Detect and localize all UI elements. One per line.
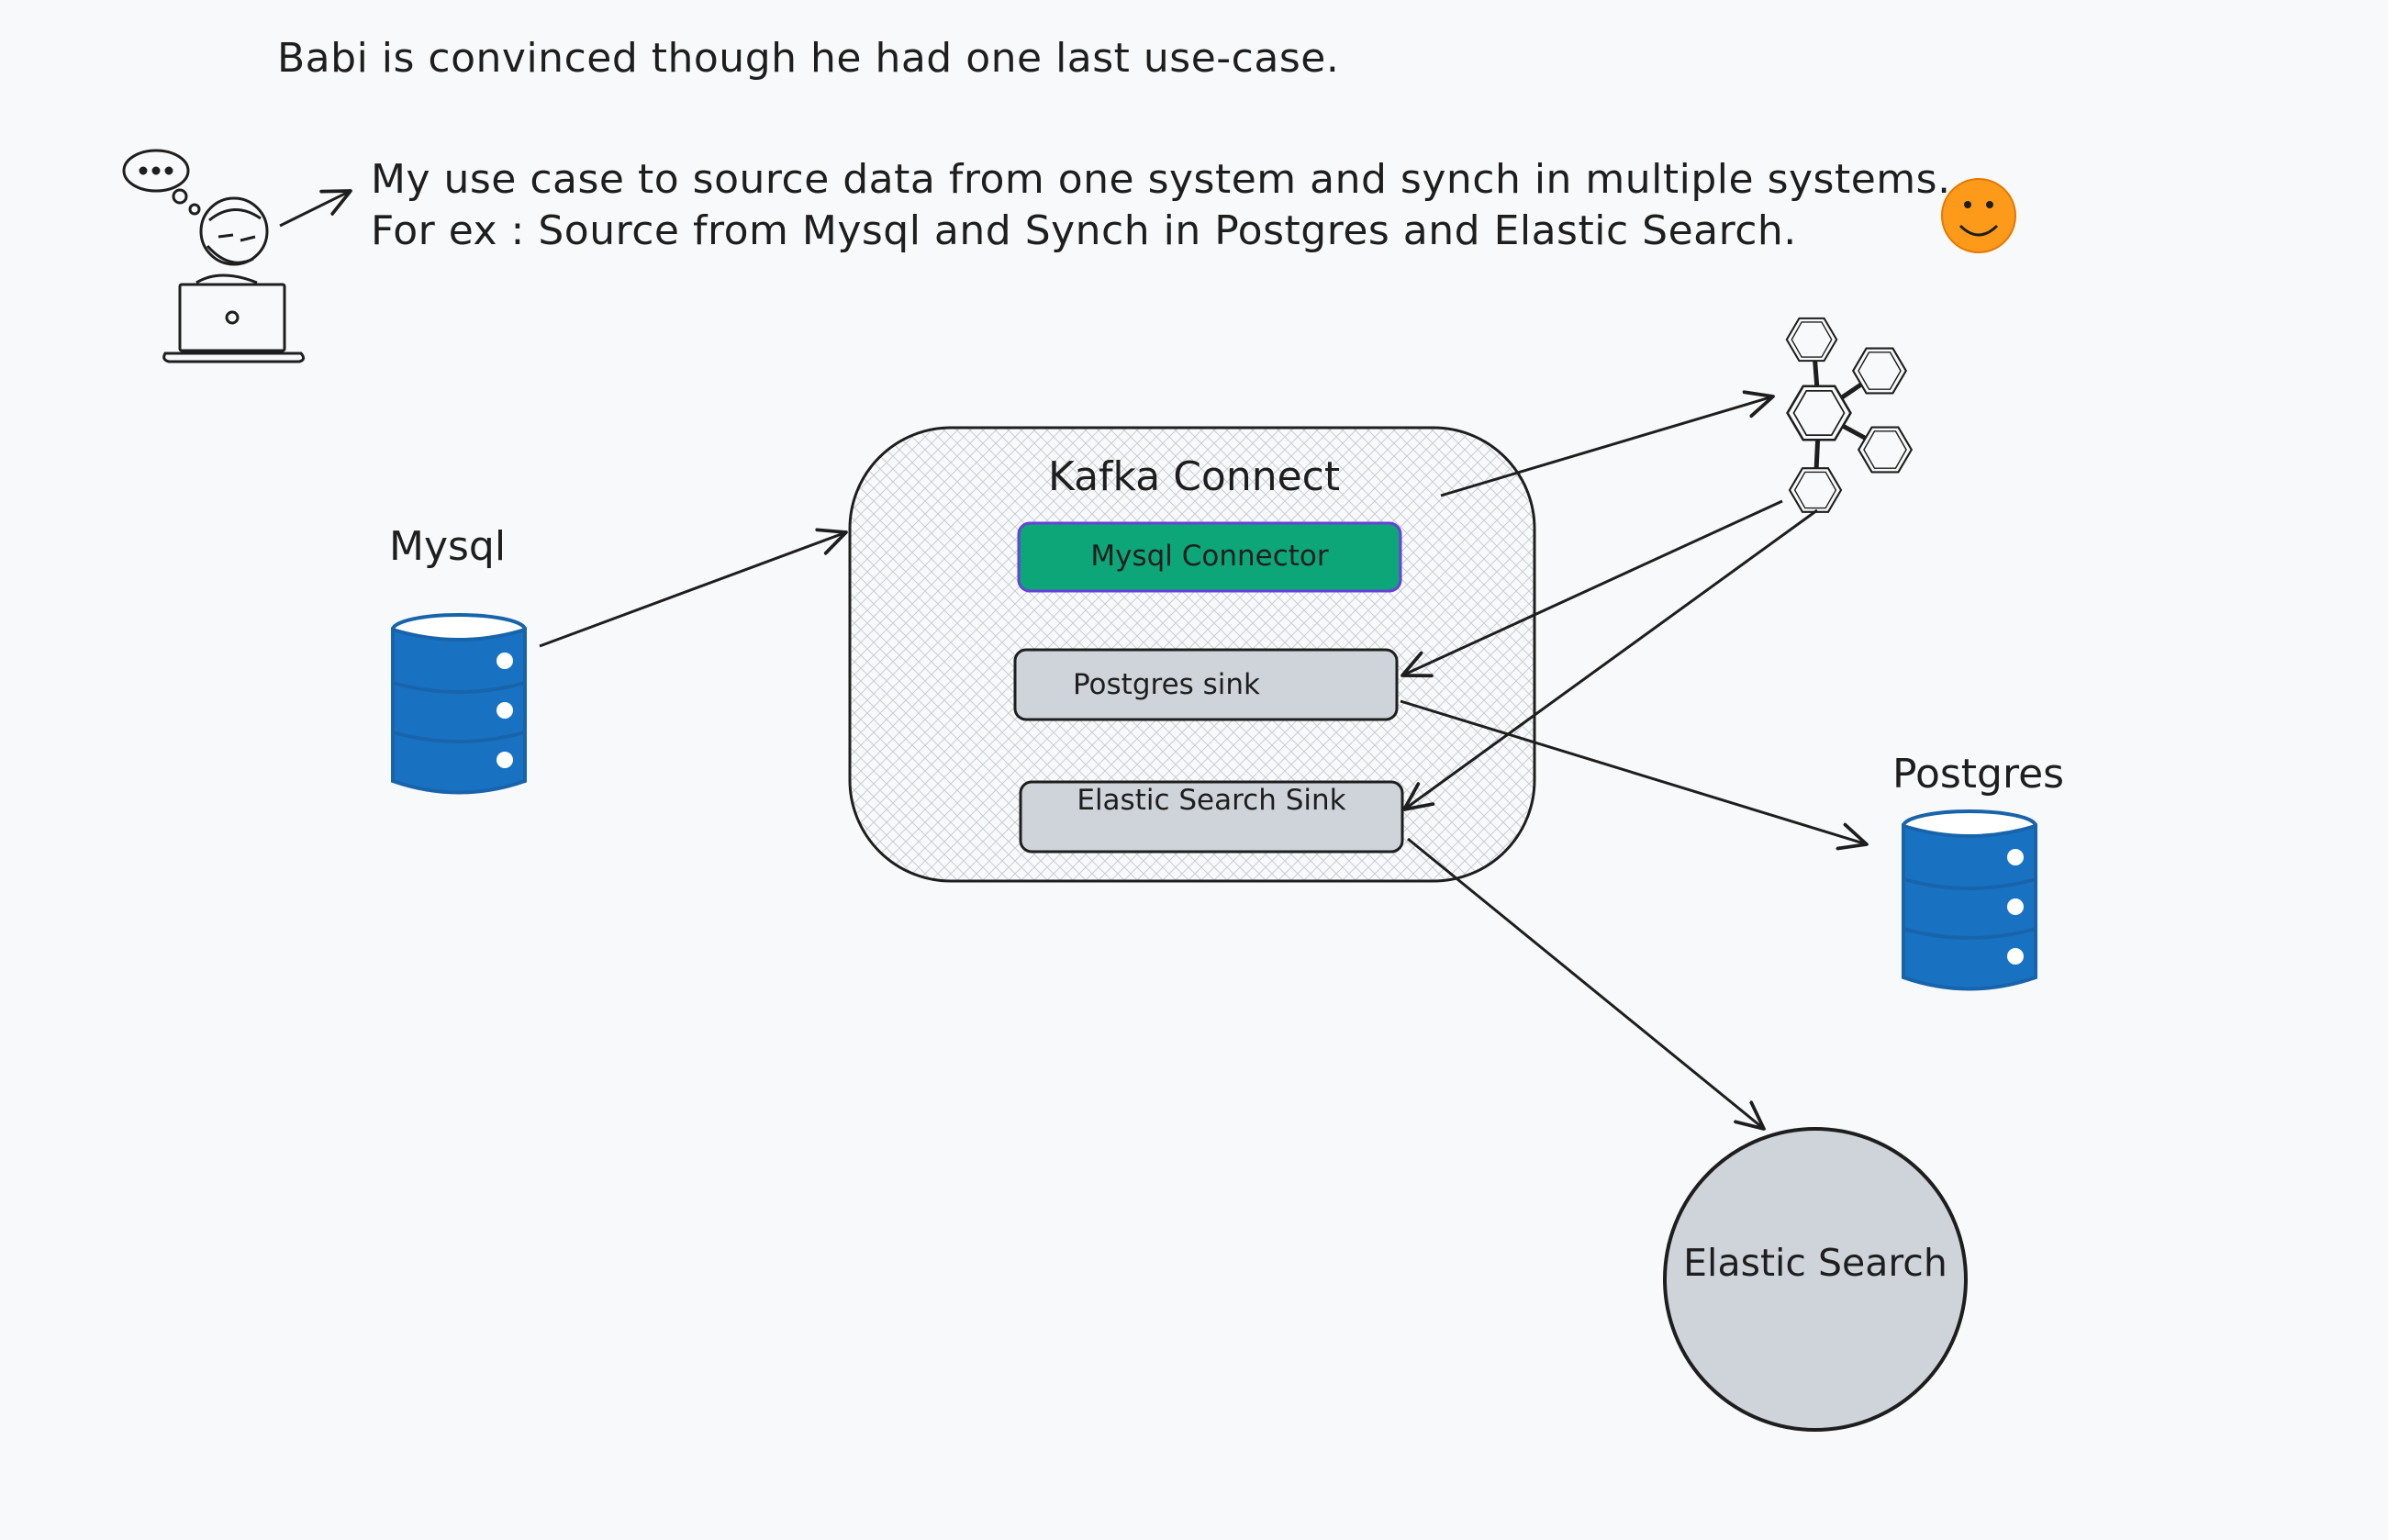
kafka-cluster-icon — [1785, 317, 1913, 513]
mysql-connector-label: Mysql Connector — [1090, 540, 1329, 573]
kafka-to-elastic-sink-arrow — [1404, 508, 1818, 809]
smiley-face-icon — [1941, 178, 2016, 253]
elastic-sink-to-elastic-arrow — [1407, 837, 1764, 1129]
postgres-database-icon — [1902, 809, 2037, 991]
thought-bubble-icon — [122, 149, 201, 216]
elastic-search-node — [1663, 1127, 1968, 1432]
kafka-to-postgres-sink-arrow — [1402, 499, 1783, 675]
person-at-laptop-icon — [162, 196, 306, 363]
speech-arrow — [279, 191, 351, 228]
speech-line-1: My use case to source data from one syst… — [371, 156, 1951, 203]
mysql-to-connect-arrow — [539, 532, 846, 648]
postgres-sink-box — [1013, 648, 1399, 721]
flow-arrows — [539, 396, 1867, 1129]
postgres-sink-label: Postgres sink — [1072, 668, 1261, 701]
elastic-search-sink-box — [1019, 780, 1404, 854]
speech-line-2: For ex : Source from Mysql and Synch in … — [371, 207, 1797, 254]
mysql-connector-box — [1017, 521, 1402, 593]
postgres-sink-to-postgres-arrow — [1400, 699, 1867, 844]
mysql-database-icon — [391, 613, 527, 795]
postgres-label: Postgres — [1892, 751, 2065, 798]
elastic-search-label: Elastic Search — [1683, 1241, 1947, 1285]
mysql-label: Mysql — [389, 523, 507, 570]
elastic-search-sink-label: Elastic Search Sink — [1077, 784, 1346, 817]
narration-text: Babi is convinced though he had one last… — [277, 35, 1340, 82]
kafka-connect-title: Kafka Connect — [1048, 453, 1341, 500]
connect-to-kafka-arrow — [1440, 396, 1773, 497]
